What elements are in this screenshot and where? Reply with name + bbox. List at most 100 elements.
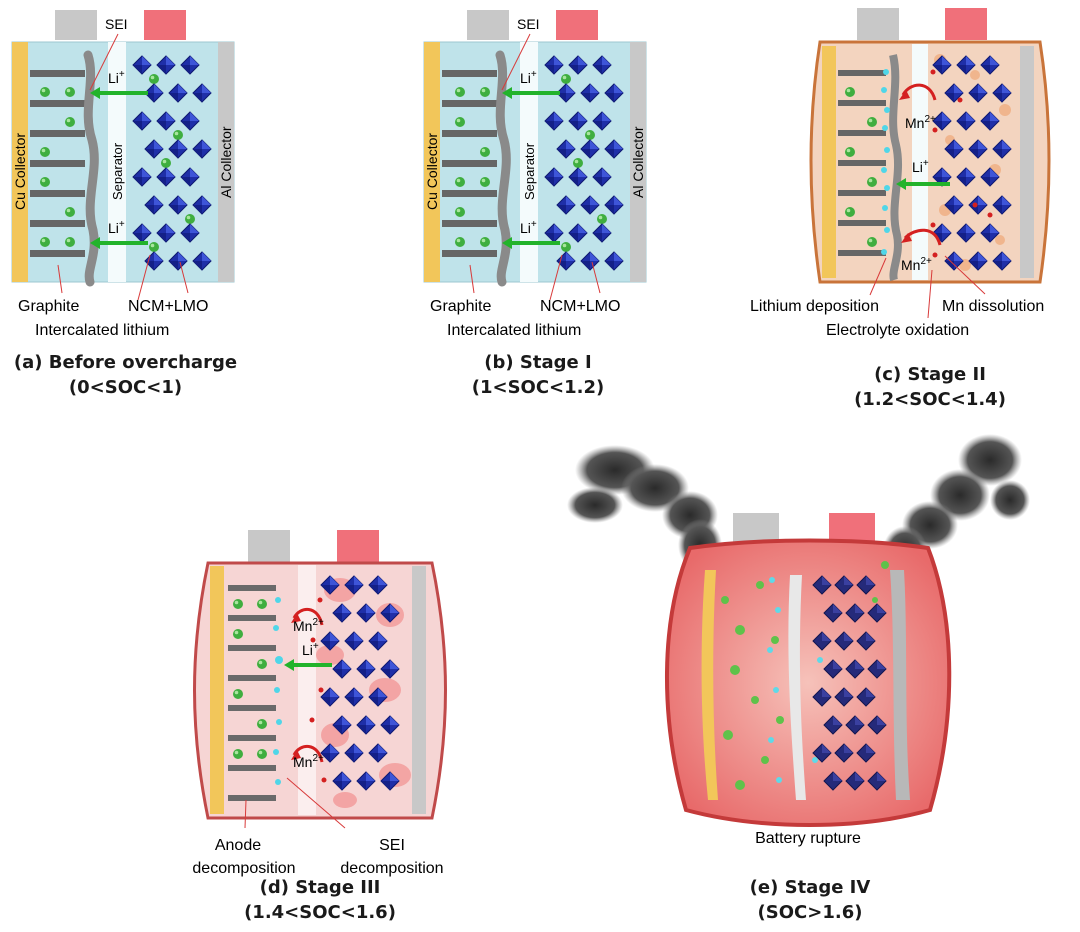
anode-decomposition-label-1: Anode <box>215 837 261 854</box>
sei-pointer <box>89 33 119 91</box>
li-label: Li+ <box>520 219 537 236</box>
ncm-lmo-label: NCM+LMO <box>540 298 620 315</box>
sei-layer <box>83 50 99 287</box>
caption-d-title: (d) Stage III <box>259 877 381 898</box>
caption-b: (b) Stage I (1<SOC<1.2) <box>428 350 648 400</box>
li-arrowhead <box>284 659 294 671</box>
li-label: Li+ <box>912 158 929 175</box>
mn-arrowhead <box>291 750 301 760</box>
panel-a-diagram: Li+ Li+ SEI Separator Cu Collector Al Co… <box>11 10 235 339</box>
al-collector <box>218 42 234 282</box>
sei-layer <box>889 54 903 282</box>
mn-dissolution-label: Mn dissolution <box>942 298 1044 315</box>
separator <box>912 44 928 280</box>
al-collector <box>630 42 646 282</box>
panel-d-diagram: Mn2+ Li+ Mn2+ Anode decomposition SEI de… <box>192 530 447 877</box>
caption-a-soc: (0<SOC<1) <box>68 377 183 398</box>
electrolyte-oxidation-label: Electrolyte oxidation <box>826 322 969 339</box>
graphite-label: Graphite <box>18 298 79 315</box>
anode-decomposition-label-2: decomposition <box>192 860 295 877</box>
al-collector <box>412 566 426 814</box>
panel-c-diagram: Mn2+ Li+ Mn2+ Lithium deposition Mn diss… <box>750 8 1051 339</box>
li-label: Li+ <box>520 69 537 86</box>
lithium-sphere <box>573 158 583 168</box>
graphite-layers <box>838 70 886 256</box>
mn-label: Mn2+ <box>901 256 932 273</box>
cu-collector <box>424 42 440 282</box>
graphite-pointer <box>57 264 63 294</box>
graphite-layers <box>228 585 276 801</box>
caption-e-soc: (SOC>1.6) <box>757 902 863 923</box>
deposited-lithium-debris <box>767 577 823 783</box>
li-label: Li+ <box>108 69 125 86</box>
al-collector <box>890 570 910 800</box>
battery-rupture-label: Battery rupture <box>755 830 861 847</box>
sei-decomp-pointer <box>286 777 346 829</box>
caption-c: (c) Stage II (1.2<SOC<1.4) <box>820 362 1040 412</box>
lithium-debris <box>721 561 889 790</box>
li-label: Li+ <box>302 641 319 658</box>
lithium-deposition-particles <box>273 597 283 785</box>
dissolution-pointer <box>944 255 986 295</box>
li-arrowhead <box>896 178 906 190</box>
separator <box>520 42 538 282</box>
caption-a: (a) Before overcharge (0<SOC<1) <box>8 350 243 400</box>
mn-arrowhead <box>291 613 301 623</box>
caption-d: (d) Stage III (1.4<SOC<1.6) <box>205 875 435 925</box>
lithium-deposition-label: Lithium deposition <box>750 298 879 315</box>
separator-label: Separator <box>110 142 125 200</box>
li-arrowhead <box>502 87 512 99</box>
separator-label: Separator <box>522 142 537 200</box>
smoke-left <box>567 445 722 571</box>
intercalated-label: Intercalated lithium <box>35 322 169 339</box>
li-label: Li+ <box>108 219 125 236</box>
lithium-deposition-particles <box>881 69 890 255</box>
intercalated-pointer <box>137 254 151 301</box>
al-collector-label: Al Collector <box>218 126 234 198</box>
negative-tab <box>857 8 899 40</box>
graphite-layers <box>30 70 85 257</box>
mn-arrowhead <box>901 233 912 243</box>
lithium-sphere <box>173 130 183 140</box>
separator <box>298 565 316 815</box>
sei-label: SEI <box>105 16 128 32</box>
cu-collector <box>701 570 718 800</box>
positive-tab <box>945 8 987 40</box>
lithium-sphere <box>561 74 571 84</box>
cu-collector <box>12 42 28 282</box>
lithium-sphere <box>149 242 159 252</box>
panel-e-diagram: Battery rupture <box>567 434 1030 847</box>
oxidation-pointer <box>927 269 933 319</box>
caption-e-title: (e) Stage IV <box>749 877 871 898</box>
electrolyte-oxidation-dots <box>934 54 1011 271</box>
positive-tab <box>144 10 186 40</box>
sei-label: SEI <box>517 16 540 32</box>
sei-pointer <box>501 33 531 91</box>
deposition-pointer <box>869 257 887 296</box>
mn-arrowhead <box>899 90 910 100</box>
caption-e: (e) Stage IV (SOC>1.6) <box>700 875 920 925</box>
anode-decomp-pointer <box>244 799 247 829</box>
mn-label: Mn2+ <box>905 114 936 131</box>
al-collector <box>1020 46 1034 278</box>
sei-decomposition-label-1: SEI <box>379 837 405 854</box>
li-arrowhead <box>90 87 100 99</box>
cu-collector-label: Cu Collector <box>424 133 440 210</box>
cu-collector <box>822 46 836 278</box>
lithium-sphere <box>561 242 571 252</box>
mn-label: Mn2+ <box>293 753 324 770</box>
lithium-sphere <box>585 130 595 140</box>
panel-b-diagram: Li+ Li+ SEI Separator Cu Collector Al Co… <box>423 10 647 339</box>
mn-ions <box>309 597 327 783</box>
positive-tab <box>337 530 379 562</box>
al-collector-label: Al Collector <box>630 126 646 198</box>
sei-layer <box>495 50 511 287</box>
caption-d-soc: (1.4<SOC<1.6) <box>244 902 396 923</box>
ncm-pointer <box>591 261 601 294</box>
mn-label: Mn2+ <box>293 617 324 634</box>
intercalated-pointer <box>549 254 563 301</box>
sei-decomposition-label-2: decomposition <box>340 860 443 877</box>
ncm-lmo-label: NCM+LMO <box>128 298 208 315</box>
